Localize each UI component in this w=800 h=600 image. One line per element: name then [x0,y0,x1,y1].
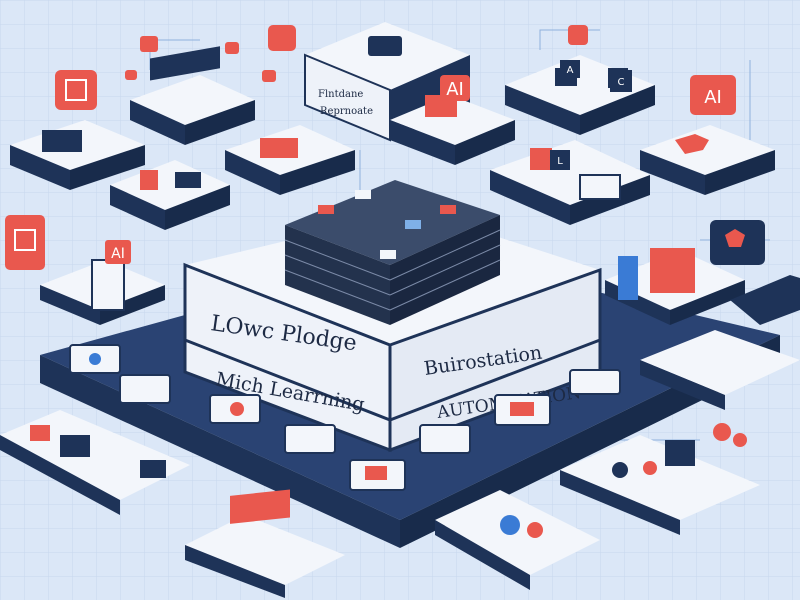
svg-text:AI: AI [111,246,125,262]
card-top-left-3 [110,160,230,230]
card-bottom-left-2 [185,489,345,598]
letter-tile: L [550,150,570,170]
card-bottom-right-2 [560,435,760,535]
letter-tile: C [610,70,632,92]
card-right-mid [605,248,745,325]
card-right-1 [640,125,775,195]
platform-tiles [69,344,621,491]
ai-badge: AI [690,75,736,115]
svg-text:L: L [557,156,563,167]
card-left-mid [40,259,165,325]
card-bottom-right-1 [435,490,600,590]
card-lower-right [640,330,800,410]
sidebar-tile-icon [5,215,45,270]
monitor-icon [368,36,402,56]
card-top-left-1 [130,46,255,145]
speech-bubble-icon [268,25,296,51]
central-block-stack [284,180,501,325]
ai-badge: AI [105,240,131,264]
card-top-left-2 [10,120,145,190]
card-bottom-left-1 [0,410,190,515]
card-far-right [730,275,800,325]
card-mid-left [225,125,355,195]
gear-icon [612,462,628,478]
svg-text:C: C [618,77,625,88]
speech-bubble-icon [568,25,588,45]
svg-text:AI: AI [704,87,722,108]
svg-text:A: A [567,65,574,76]
speech-bubble-icon [125,36,276,82]
letter-tile: A [560,60,580,78]
top-card-line2: Reprnoate [320,106,373,117]
card-top-center-right [390,95,515,165]
gear-icon [500,515,520,535]
puzzle-icon [713,423,747,447]
svg-text:AI: AI [446,79,464,100]
chat-icon [710,220,765,265]
top-card-line1: Flntdane [318,89,363,100]
puzzle-icon [675,134,709,154]
card-right-2 [490,140,650,225]
speech-bubble-icon [55,70,97,110]
ai-badge: AI [440,75,470,101]
